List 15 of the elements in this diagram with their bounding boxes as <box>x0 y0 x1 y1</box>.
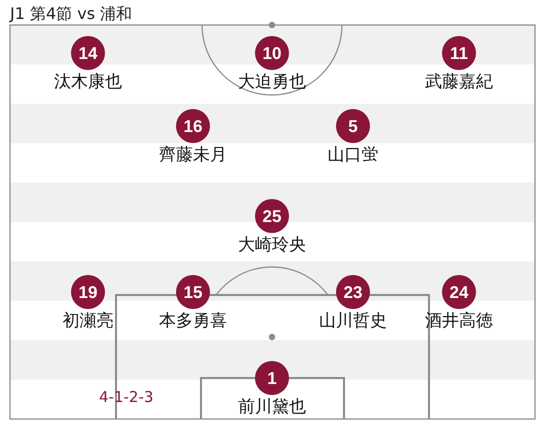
player-name: 大迫勇也 <box>238 72 306 92</box>
player-name: 酒井高徳 <box>425 311 493 331</box>
player-name: 武藤嘉紀 <box>425 72 493 92</box>
player-name: 汰木康也 <box>54 72 122 92</box>
player-name: 前川黛也 <box>238 397 306 417</box>
title: J1 第4節 vs 浦和 <box>10 4 132 24</box>
player-name: 本多勇喜 <box>159 311 227 331</box>
formation-label: 4-1-2-3 <box>99 388 154 406</box>
jersey-number: 25 <box>255 199 289 233</box>
jersey-number: 1 <box>255 361 289 395</box>
player-name: 初瀬亮 <box>62 311 114 331</box>
player-name: 大崎玲央 <box>238 235 306 255</box>
player-name: 齊藤未月 <box>159 145 227 165</box>
player-name: 山川哲史 <box>319 311 387 331</box>
player-name: 山口蛍 <box>328 145 378 165</box>
